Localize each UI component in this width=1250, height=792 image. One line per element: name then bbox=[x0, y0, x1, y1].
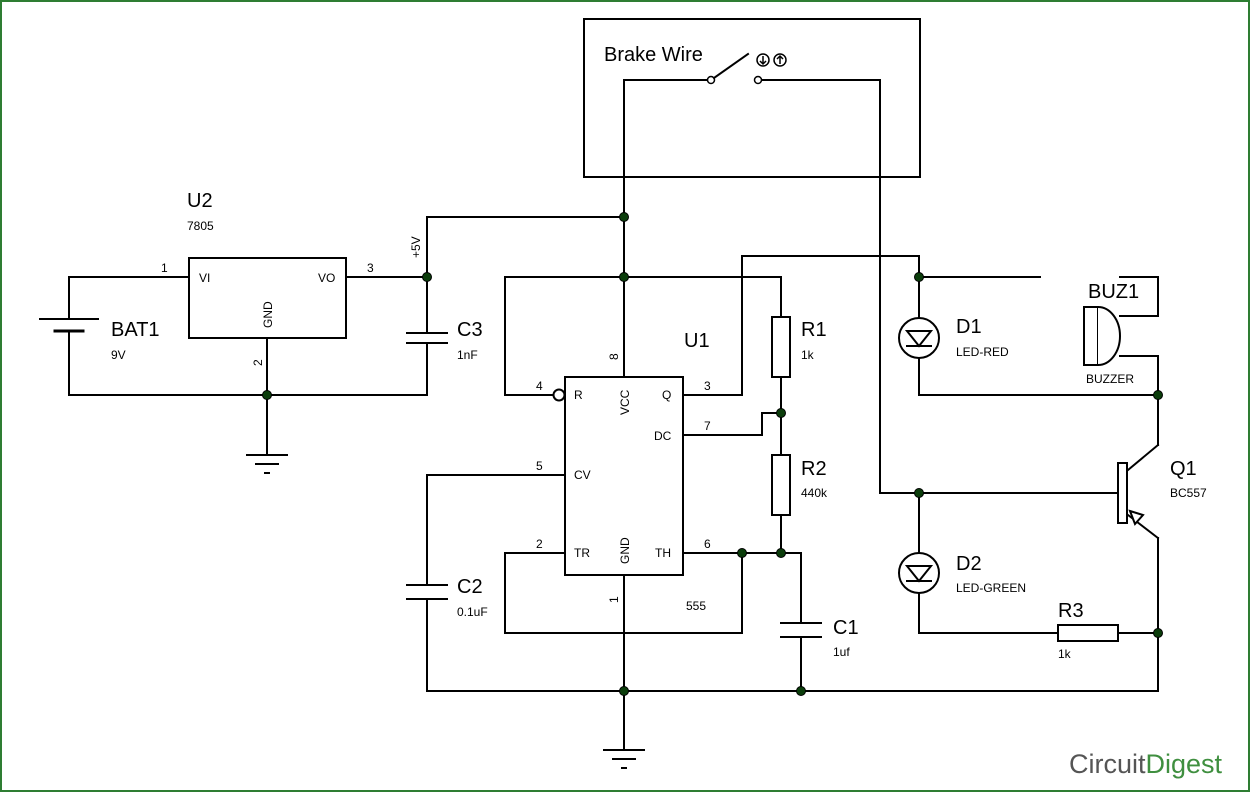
junction-dot bbox=[796, 686, 806, 696]
svg-text:CircuitDigest: CircuitDigest bbox=[1069, 749, 1223, 779]
junction-dot bbox=[914, 272, 924, 282]
u2-pin1-num: 1 bbox=[161, 261, 168, 275]
r1-value: 1k bbox=[801, 348, 815, 362]
c3-capacitor: C3 1nF +5V bbox=[406, 236, 483, 362]
u1-value: 555 bbox=[686, 599, 706, 613]
d2-value: LED-GREEN bbox=[956, 581, 1026, 595]
u2-pin-vo: VO bbox=[318, 271, 335, 285]
u1-pin-cv: CV bbox=[574, 468, 591, 482]
r3-resistor: R3 1k bbox=[1057, 600, 1119, 661]
junction-dot bbox=[1153, 390, 1163, 400]
junction-dot bbox=[776, 548, 786, 558]
u2-pin3-num: 3 bbox=[367, 261, 374, 275]
junction-dot bbox=[619, 272, 629, 282]
q1-ref: Q1 bbox=[1170, 458, 1197, 480]
d1-led: D1 LED-RED bbox=[898, 316, 1009, 359]
u1-pin3-num: 3 bbox=[704, 379, 711, 393]
d2-ref: D2 bbox=[956, 553, 982, 575]
buz1-ref: BUZ1 bbox=[1088, 281, 1139, 303]
junction-dot bbox=[737, 548, 747, 558]
r1-ref: R1 bbox=[801, 319, 827, 341]
u1-pin8-num: 8 bbox=[607, 353, 621, 360]
brake-wire-switch: Brake Wire bbox=[583, 18, 921, 178]
c2-value: 0.1uF bbox=[457, 605, 488, 619]
u1-pin5-num: 5 bbox=[536, 459, 543, 473]
r3-value: 1k bbox=[1058, 647, 1072, 661]
u2-pin2-num: 2 bbox=[251, 359, 265, 366]
c2-ref: C2 bbox=[457, 576, 483, 598]
d2-led: D2 LED-GREEN bbox=[898, 552, 1026, 595]
d1-ref: D1 bbox=[956, 316, 982, 338]
bat1-value: 9V bbox=[111, 348, 126, 362]
ground-icon-center bbox=[603, 749, 645, 769]
u1-pin-dc: DC bbox=[654, 429, 672, 443]
logo-part2: Digest bbox=[1146, 749, 1223, 779]
u1-pin-tr: TR bbox=[574, 546, 590, 560]
junction-dots bbox=[262, 212, 1163, 696]
r3-ref: R3 bbox=[1058, 600, 1084, 622]
c1-capacitor: C1 1uf bbox=[780, 617, 859, 659]
q1-value: BC557 bbox=[1170, 486, 1207, 500]
u1-pin6-num: 6 bbox=[704, 537, 711, 551]
u2-regulator: U2 7805 VI VO GND 1 3 2 bbox=[161, 190, 374, 366]
u1-pin-vcc: VCC bbox=[618, 389, 632, 415]
u1-pin-gnd: GND bbox=[618, 537, 632, 564]
net-5v-label: +5V bbox=[409, 236, 423, 258]
u2-pin-vi: VI bbox=[199, 271, 210, 285]
u2-pin-gnd: GND bbox=[261, 301, 275, 328]
c1-value: 1uf bbox=[833, 645, 850, 659]
c2-capacitor: C2 0.1uF bbox=[406, 576, 488, 619]
u1-ref: U1 bbox=[684, 330, 710, 352]
switch-direction-icon bbox=[756, 53, 787, 67]
u2-value: 7805 bbox=[187, 219, 214, 233]
r2-value: 440k bbox=[801, 486, 828, 500]
c1-ref: C1 bbox=[833, 617, 859, 639]
circuitdigest-logo: CircuitDigest bbox=[1069, 749, 1223, 779]
u1-pin2-num: 2 bbox=[536, 537, 543, 551]
bat1-ref: BAT1 bbox=[111, 319, 160, 341]
u1-pin-r: R bbox=[574, 388, 583, 402]
c3-ref: C3 bbox=[457, 319, 483, 341]
junction-dot bbox=[776, 408, 786, 418]
u1-pin1-num: 1 bbox=[607, 596, 621, 603]
buz1-buzzer: BUZ1 BUZZER bbox=[1083, 281, 1139, 386]
u1-pin7-num: 7 bbox=[704, 419, 711, 433]
u1-pin4-num: 4 bbox=[536, 379, 543, 393]
r2-resistor: R2 440k bbox=[771, 454, 828, 516]
junction-dot bbox=[619, 686, 629, 696]
junction-dot bbox=[262, 390, 272, 400]
u1-pin-th: TH bbox=[655, 546, 671, 560]
buz1-value: BUZZER bbox=[1086, 372, 1134, 386]
r1-resistor: R1 1k bbox=[771, 316, 827, 378]
d1-value: LED-RED bbox=[956, 345, 1009, 359]
q1-transistor: Q1 BC557 bbox=[1117, 458, 1207, 526]
u1-555-timer: U1 555 R VCC Q DC CV TR GND TH 8 4 3 7 5… bbox=[536, 330, 711, 613]
junction-dot bbox=[1153, 628, 1163, 638]
bat1-battery: BAT1 9V bbox=[39, 318, 160, 362]
r2-ref: R2 bbox=[801, 458, 827, 480]
u1-pin-q: Q bbox=[662, 388, 671, 402]
brake-wire-label: Brake Wire bbox=[604, 44, 703, 66]
u2-ref: U2 bbox=[187, 190, 213, 212]
junction-dot bbox=[914, 488, 924, 498]
ground-icon-left bbox=[246, 454, 288, 474]
logo-part1: Circuit bbox=[1069, 749, 1146, 779]
junction-dot bbox=[619, 212, 629, 222]
c3-value: 1nF bbox=[457, 348, 478, 362]
junction-dot bbox=[422, 272, 432, 282]
wires bbox=[68, 79, 1160, 751]
